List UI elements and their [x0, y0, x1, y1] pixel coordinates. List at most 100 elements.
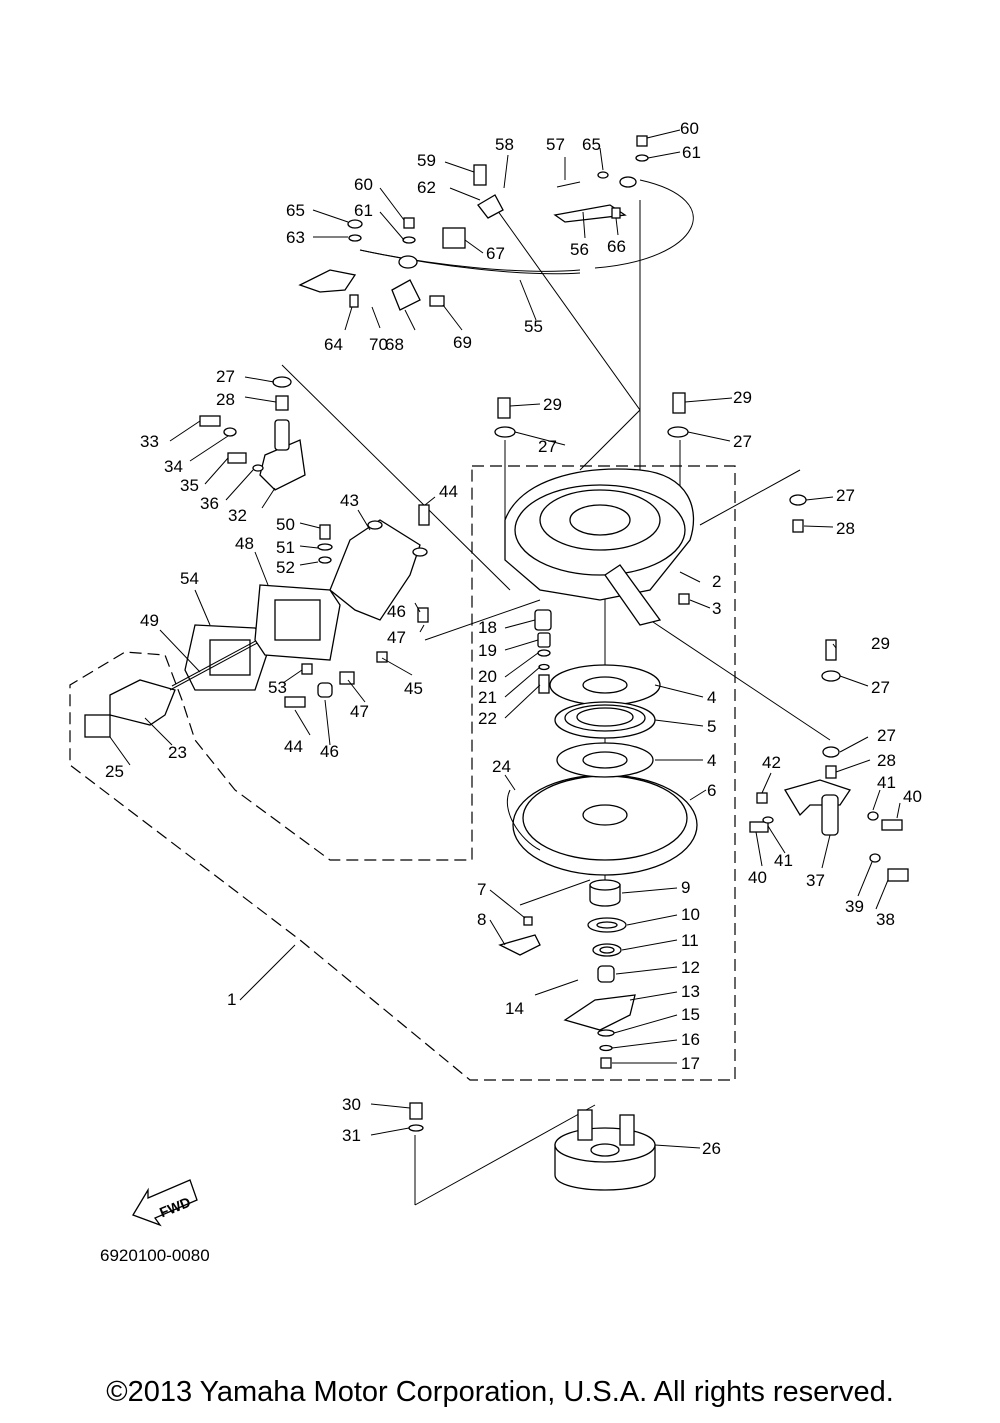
callout-12: 12	[681, 958, 700, 977]
fwd-arrow: FWD	[132, 1179, 198, 1227]
callout-52: 52	[276, 558, 295, 577]
callout-27f: 27	[877, 726, 896, 745]
callout-26: 26	[702, 1139, 721, 1158]
callout-66: 66	[607, 237, 626, 256]
callout-51: 51	[276, 538, 295, 557]
callout-34: 34	[164, 457, 183, 476]
callout-41b: 41	[877, 773, 896, 792]
callout-27d: 27	[836, 486, 855, 505]
part-32-bracket	[259, 419, 306, 491]
callout-28a: 28	[216, 390, 235, 409]
callout-16: 16	[681, 1030, 700, 1049]
callout-47a: 47	[387, 628, 406, 647]
callout-27e: 27	[871, 678, 890, 697]
callout-55: 55	[524, 317, 543, 336]
callout-38: 38	[876, 910, 895, 929]
callout-3: 3	[712, 599, 721, 618]
callout-15: 15	[681, 1005, 700, 1024]
callout-57: 57	[546, 135, 565, 154]
callout-67: 67	[486, 244, 505, 263]
callout-19: 19	[478, 641, 497, 660]
callout-leaders	[109, 129, 901, 1149]
callout-65b: 65	[582, 135, 601, 154]
callout-22: 22	[478, 709, 497, 728]
callout-69: 69	[453, 333, 472, 352]
assembly-outline	[69, 465, 736, 1081]
callout-46b: 46	[320, 742, 339, 761]
callout-43: 43	[340, 491, 359, 510]
callout-30: 30	[342, 1095, 361, 1114]
callout-8: 8	[477, 910, 486, 929]
callout-40a: 40	[748, 868, 767, 887]
callout-60a: 60	[680, 119, 699, 138]
callout-64: 64	[324, 335, 343, 354]
callout-44a: 44	[439, 482, 458, 501]
callout-53: 53	[268, 678, 287, 697]
callout-44b: 44	[284, 737, 303, 756]
callout-11: 11	[681, 931, 699, 950]
callout-labels: 1 2 3 4 4 5 6 7 8 9 10 11 12 13 14 15 16…	[105, 119, 922, 1158]
fasteners	[199, 135, 909, 1132]
callout-27b: 27	[538, 437, 557, 456]
callout-13: 13	[681, 982, 700, 1001]
callout-41a: 41	[774, 851, 793, 870]
callout-24: 24	[492, 757, 511, 776]
part-6-pulley	[506, 774, 698, 876]
callout-54: 54	[180, 569, 199, 588]
callout-2: 2	[712, 572, 721, 591]
callout-45: 45	[404, 679, 423, 698]
callout-21: 21	[478, 688, 497, 707]
callout-29c: 29	[871, 634, 890, 653]
callout-29a: 29	[543, 395, 562, 414]
callout-23: 23	[168, 743, 187, 762]
part-2-housing	[504, 468, 695, 626]
callout-31: 31	[342, 1126, 361, 1145]
callout-61b: 61	[354, 201, 373, 220]
callout-4: 4	[707, 688, 716, 707]
callout-28b: 28	[836, 519, 855, 538]
callout-42: 42	[762, 753, 781, 772]
callout-47b: 47	[350, 702, 369, 721]
callout-50: 50	[276, 515, 295, 534]
callout-60b: 60	[354, 175, 373, 194]
callout-39: 39	[845, 897, 864, 916]
callout-4b: 4	[707, 751, 716, 770]
parts-7-8-pawl	[498, 916, 541, 956]
parts-4-5-spring-plates	[549, 664, 661, 778]
callout-10: 10	[681, 905, 700, 924]
parts-56-70-linkage	[298, 181, 627, 311]
copyright-text: ©2013 Yamaha Motor Corporation, U.S.A. A…	[106, 1376, 894, 1408]
callout-29b: 29	[733, 388, 752, 407]
callout-25: 25	[105, 762, 124, 781]
part-26-drive-cup	[554, 1109, 656, 1191]
part-43-bracket	[329, 519, 428, 621]
callout-7: 7	[477, 880, 486, 899]
callout-14: 14	[505, 999, 524, 1018]
callout-27a: 27	[216, 367, 235, 386]
callout-40b: 40	[903, 787, 922, 806]
callout-48: 48	[235, 534, 254, 553]
callout-65a: 65	[286, 201, 305, 220]
callout-1: 1	[227, 990, 236, 1009]
callout-62: 62	[417, 178, 436, 197]
callout-68: 68	[385, 335, 404, 354]
callout-46a: 46	[387, 602, 406, 621]
parts-9-17-stack	[534, 879, 636, 1069]
callout-5: 5	[707, 717, 716, 736]
callout-61a: 61	[682, 143, 701, 162]
parts-18-22	[534, 609, 552, 694]
callout-18: 18	[478, 618, 497, 637]
callout-70: 70	[369, 335, 388, 354]
diagram-code: 6920100-0080	[100, 1246, 210, 1265]
callout-28c: 28	[877, 751, 896, 770]
callout-36: 36	[200, 494, 219, 513]
callout-58: 58	[495, 135, 514, 154]
callout-37: 37	[806, 871, 825, 890]
callout-63: 63	[286, 228, 305, 247]
callout-35: 35	[180, 476, 199, 495]
callout-20: 20	[478, 667, 497, 686]
callout-56: 56	[570, 240, 589, 259]
callout-33: 33	[140, 432, 159, 451]
part-37-lever	[784, 779, 852, 836]
